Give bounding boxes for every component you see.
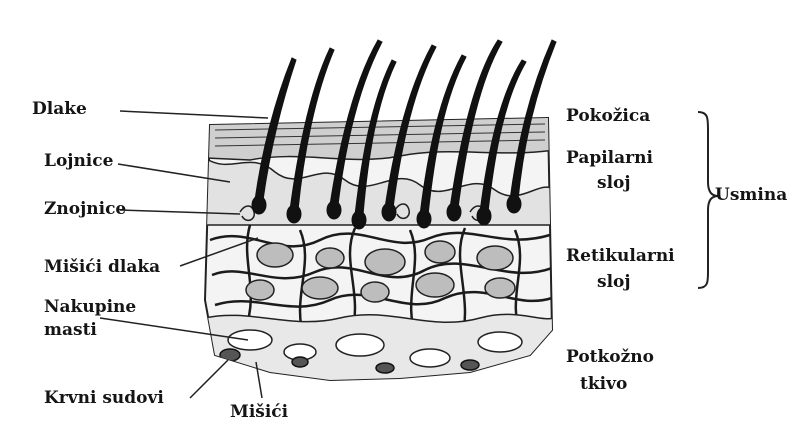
label-krvni-sudovi: Krvni sudovi (44, 388, 164, 409)
label-misici-dlaka: Mišići dlaka (44, 257, 160, 278)
leader-dlake (120, 111, 268, 118)
label-retikularni-line2: sloj (597, 272, 631, 293)
leader-krvni-sudovi (190, 360, 228, 398)
label-lojnice: Lojnice (44, 151, 113, 172)
label-papilarni-line1: Papilarni (566, 148, 653, 169)
label-dlake: Dlake (32, 99, 87, 120)
label-znojnice: Znojnice (44, 199, 126, 220)
label-usmina: Usmina (715, 185, 787, 206)
label-retikularni-line1: Retikularni (566, 246, 675, 267)
label-potkozno-line1: Potkožno (566, 347, 654, 368)
label-misici: Mišići (230, 402, 288, 423)
label-nakupine-masti-line1: Nakupine (44, 297, 136, 318)
label-nakupine-masti-line2: masti (44, 320, 97, 341)
label-potkozno-line2: tkivo (580, 374, 627, 395)
label-pokozica: Pokožica (566, 106, 650, 127)
label-papilarni-line2: sloj (597, 173, 631, 194)
